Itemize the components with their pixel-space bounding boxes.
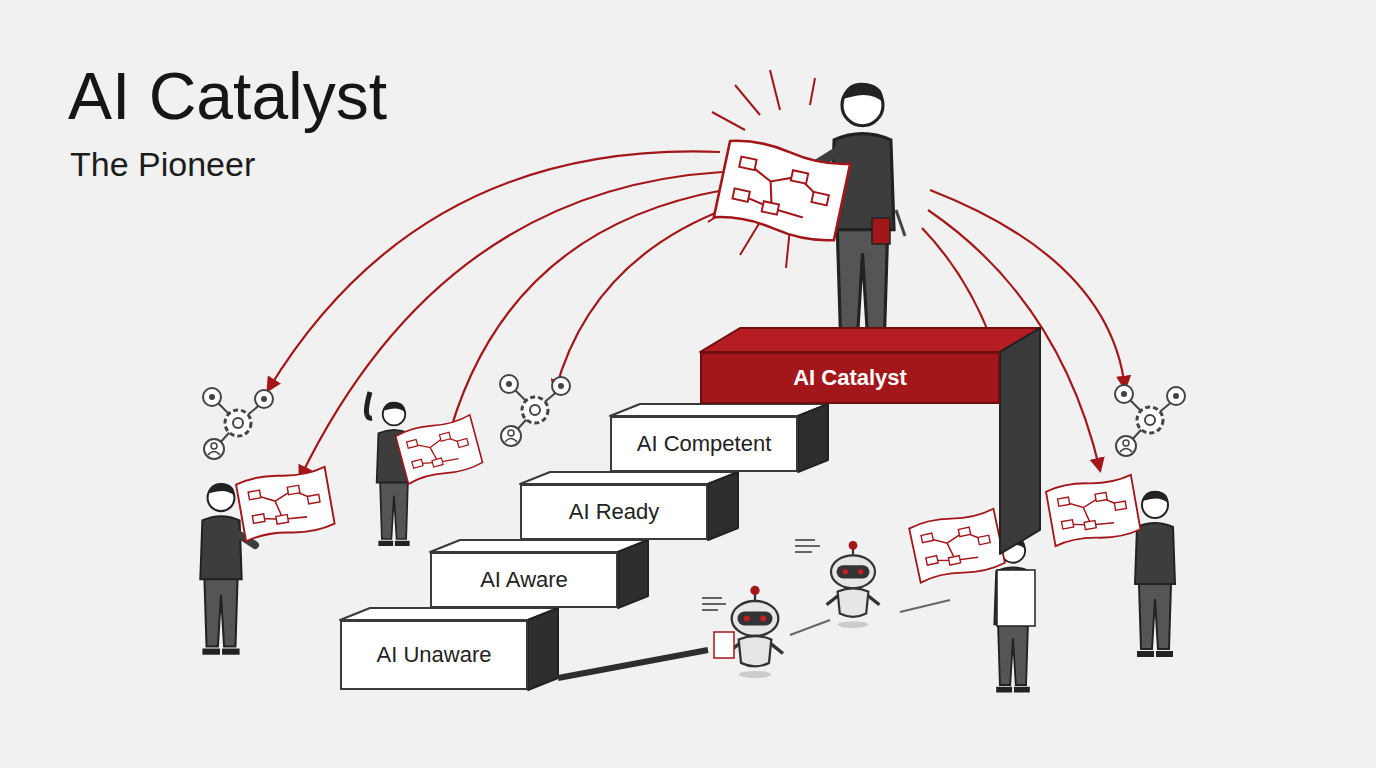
step-tread	[700, 328, 1040, 352]
stair-step: AI Unaware	[340, 620, 528, 690]
step-side	[528, 608, 558, 690]
diagram-title: AI Catalyst	[68, 58, 387, 134]
subtitle: The Pioneer	[70, 145, 255, 184]
step-side	[618, 540, 648, 608]
stair-base	[558, 650, 708, 678]
step-side	[798, 404, 828, 472]
step-label: AI Unaware	[377, 642, 492, 668]
step-tread	[520, 472, 738, 484]
step-tread	[610, 404, 828, 416]
stair-step: AI Aware	[430, 552, 618, 608]
stair-step: AI Competent	[610, 416, 798, 472]
step-label: AI Competent	[637, 431, 772, 457]
step-label: AI Catalyst	[793, 365, 907, 391]
step-side	[1000, 328, 1040, 554]
stair-step: AI Ready	[520, 484, 708, 540]
step-tread	[340, 608, 558, 620]
step-label: AI Aware	[480, 567, 568, 593]
step-side	[708, 472, 738, 540]
top-step: AI Catalyst	[700, 352, 1000, 404]
step-tread	[430, 540, 648, 552]
step-label: AI Ready	[569, 499, 660, 525]
